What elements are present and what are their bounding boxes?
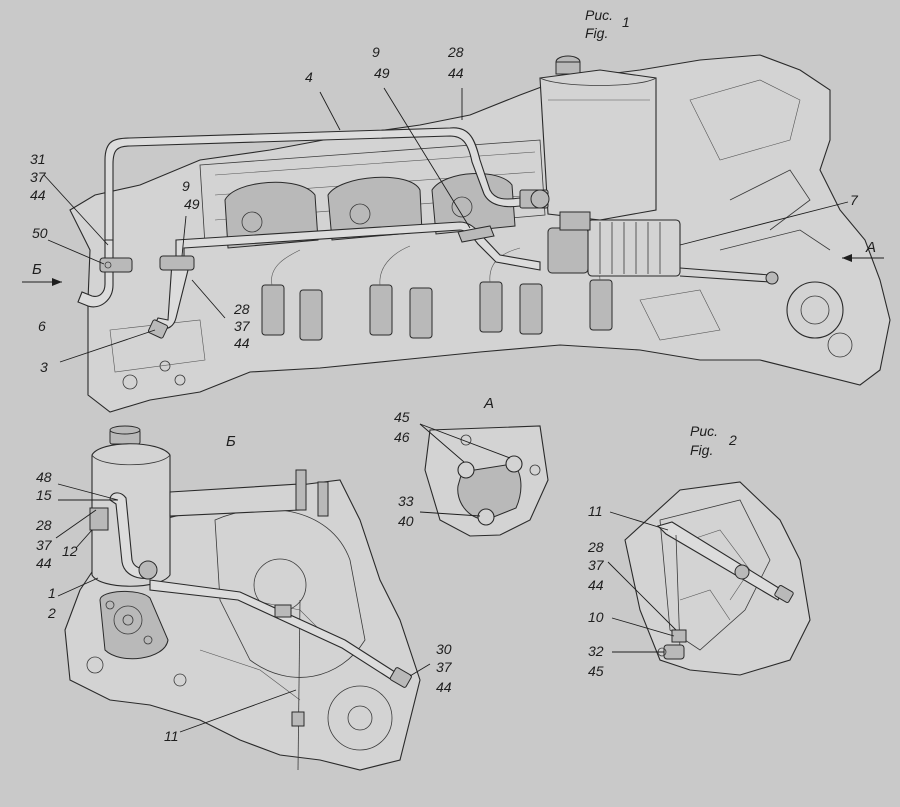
svg-text:Fig.: Fig.	[690, 442, 713, 458]
view-a-detail	[419, 423, 549, 537]
svg-text:Рис.: Рис.	[585, 7, 613, 23]
tube-9	[175, 221, 541, 271]
arrow-a-label: A	[865, 239, 876, 256]
svg-text:28: 28	[447, 44, 464, 60]
svg-text:44: 44	[30, 187, 46, 203]
injector-row	[261, 244, 626, 341]
svg-text:31: 31	[30, 151, 46, 167]
svg-text:50: 50	[32, 225, 48, 241]
figure-1-title: Рис. 1 Fig.	[585, 7, 630, 41]
svg-text:49: 49	[184, 196, 200, 212]
leader-lines-view-b	[55, 483, 431, 733]
callouts-view-b: 48 15 28 37 44 12 1 2 30 37 44 11	[35, 469, 453, 744]
svg-text:33: 33	[398, 493, 414, 509]
figure-2-detail	[607, 481, 811, 676]
arrow-b-label: Б	[32, 261, 42, 278]
view-arrow-b	[22, 278, 62, 286]
leader-lines-view-a	[419, 423, 511, 517]
svg-text:37: 37	[36, 537, 53, 553]
svg-text:15: 15	[36, 487, 52, 503]
pressure-line	[679, 267, 771, 283]
callouts-fig1: 31 37 44 50 6 3 9 49 28 37 44 4 9 49 28 …	[30, 44, 859, 375]
svg-text:2: 2	[728, 432, 737, 448]
svg-text:32: 32	[588, 643, 604, 659]
svg-text:28: 28	[587, 539, 604, 555]
svg-text:49: 49	[374, 65, 390, 81]
svg-text:40: 40	[398, 513, 414, 529]
svg-text:9: 9	[182, 178, 190, 194]
svg-text:Fig.: Fig.	[585, 25, 608, 41]
svg-text:3: 3	[40, 359, 48, 375]
svg-text:11: 11	[164, 728, 179, 744]
svg-text:Рис.: Рис.	[690, 423, 718, 439]
svg-text:2: 2	[47, 605, 56, 621]
svg-text:4: 4	[305, 69, 313, 85]
svg-text:44: 44	[436, 679, 452, 695]
svg-text:7: 7	[850, 192, 859, 208]
svg-text:1: 1	[48, 585, 56, 601]
svg-text:37: 37	[436, 659, 453, 675]
figure-1-engine-view	[22, 54, 891, 413]
svg-text:37: 37	[234, 318, 251, 334]
svg-text:48: 48	[36, 469, 52, 485]
clamp-50	[99, 257, 133, 273]
svg-text:44: 44	[588, 577, 604, 593]
svg-text:12: 12	[62, 543, 78, 559]
svg-text:10: 10	[588, 609, 604, 625]
view-b-detail	[55, 425, 431, 771]
leader-lines-fig2	[607, 511, 677, 653]
view-b-title: Б	[226, 433, 236, 450]
power-steering-pump	[547, 211, 681, 277]
svg-text:37: 37	[588, 557, 605, 573]
svg-text:37: 37	[30, 169, 47, 185]
svg-text:28: 28	[35, 517, 52, 533]
svg-text:1: 1	[622, 14, 630, 30]
svg-text:46: 46	[394, 429, 410, 445]
svg-text:44: 44	[234, 335, 250, 351]
svg-text:30: 30	[436, 641, 452, 657]
reservoir-view-b	[91, 425, 171, 587]
callouts-view-a: 45 46 33 40	[394, 409, 414, 529]
svg-text:44: 44	[448, 65, 464, 81]
svg-text:9: 9	[372, 44, 380, 60]
view-a-title: A	[483, 395, 494, 412]
view-arrow-a	[842, 254, 884, 262]
svg-text:45: 45	[394, 409, 410, 425]
power-steering-reservoir	[539, 55, 657, 221]
pump-view-b	[99, 590, 169, 660]
suction-elbow-3	[77, 239, 114, 308]
callouts-fig2: 11 28 37 44 10 32 45	[587, 503, 605, 679]
leader-lines-fig1	[43, 87, 849, 363]
svg-text:28: 28	[233, 301, 250, 317]
svg-text:6: 6	[38, 318, 46, 334]
svg-text:45: 45	[588, 663, 604, 679]
svg-text:11: 11	[588, 503, 603, 519]
svg-text:44: 44	[36, 555, 52, 571]
figure-2-title: Рис. 2 Fig.	[690, 423, 737, 458]
